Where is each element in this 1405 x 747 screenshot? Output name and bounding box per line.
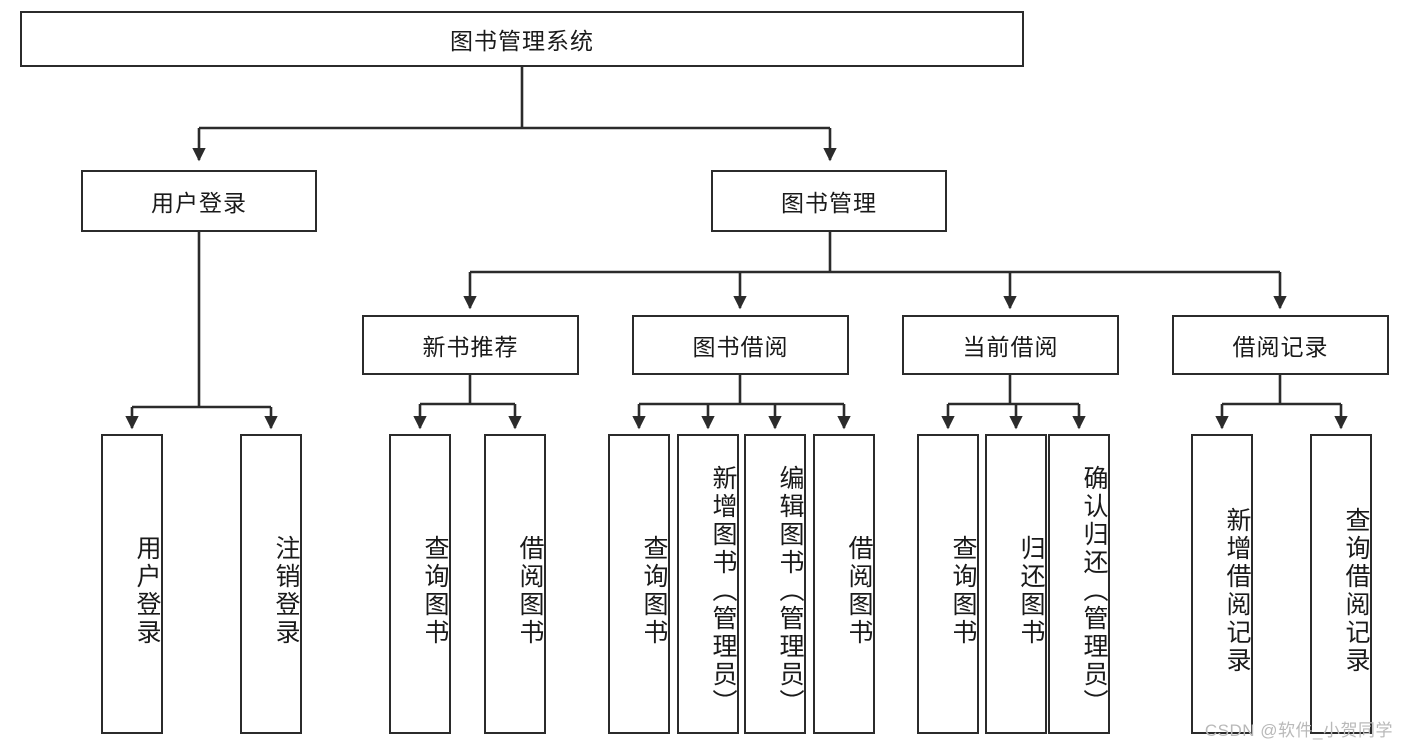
leaf-user-login[interactable]: 用户登录: [101, 434, 163, 734]
node-new-book-recommend[interactable]: 新书推荐: [362, 315, 579, 375]
leaf-add-borrow-record[interactable]: 新增借阅记录: [1191, 434, 1253, 734]
node-borrow-records[interactable]: 借阅记录: [1172, 315, 1389, 375]
leaf-add-book-admin[interactable]: 新增图书（管理员）: [677, 434, 739, 734]
leaf-logout[interactable]: 注销登录: [240, 434, 302, 734]
node-current-borrow[interactable]: 当前借阅: [902, 315, 1119, 375]
leaf-query-books-borrow[interactable]: 查询图书: [608, 434, 670, 734]
node-book-borrow[interactable]: 图书借阅: [632, 315, 849, 375]
node-book-management[interactable]: 图书管理: [711, 170, 947, 232]
leaf-return-book[interactable]: 归还图书: [985, 434, 1047, 734]
leaf-confirm-return-admin[interactable]: 确认归还（管理员）: [1048, 434, 1110, 734]
leaf-edit-book-admin[interactable]: 编辑图书（管理员）: [744, 434, 806, 734]
node-root[interactable]: 图书管理系统: [20, 11, 1024, 67]
watermark: CSDN @软件_小贺同学: [1204, 721, 1393, 740]
leaf-borrow-books-recommend[interactable]: 借阅图书: [484, 434, 546, 734]
leaf-query-books-current[interactable]: 查询图书: [917, 434, 979, 734]
leaf-query-borrow-record[interactable]: 查询借阅记录: [1310, 434, 1372, 734]
node-user-login[interactable]: 用户登录: [81, 170, 317, 232]
leaf-borrow-book[interactable]: 借阅图书: [813, 434, 875, 734]
leaf-query-books-recommend[interactable]: 查询图书: [389, 434, 451, 734]
